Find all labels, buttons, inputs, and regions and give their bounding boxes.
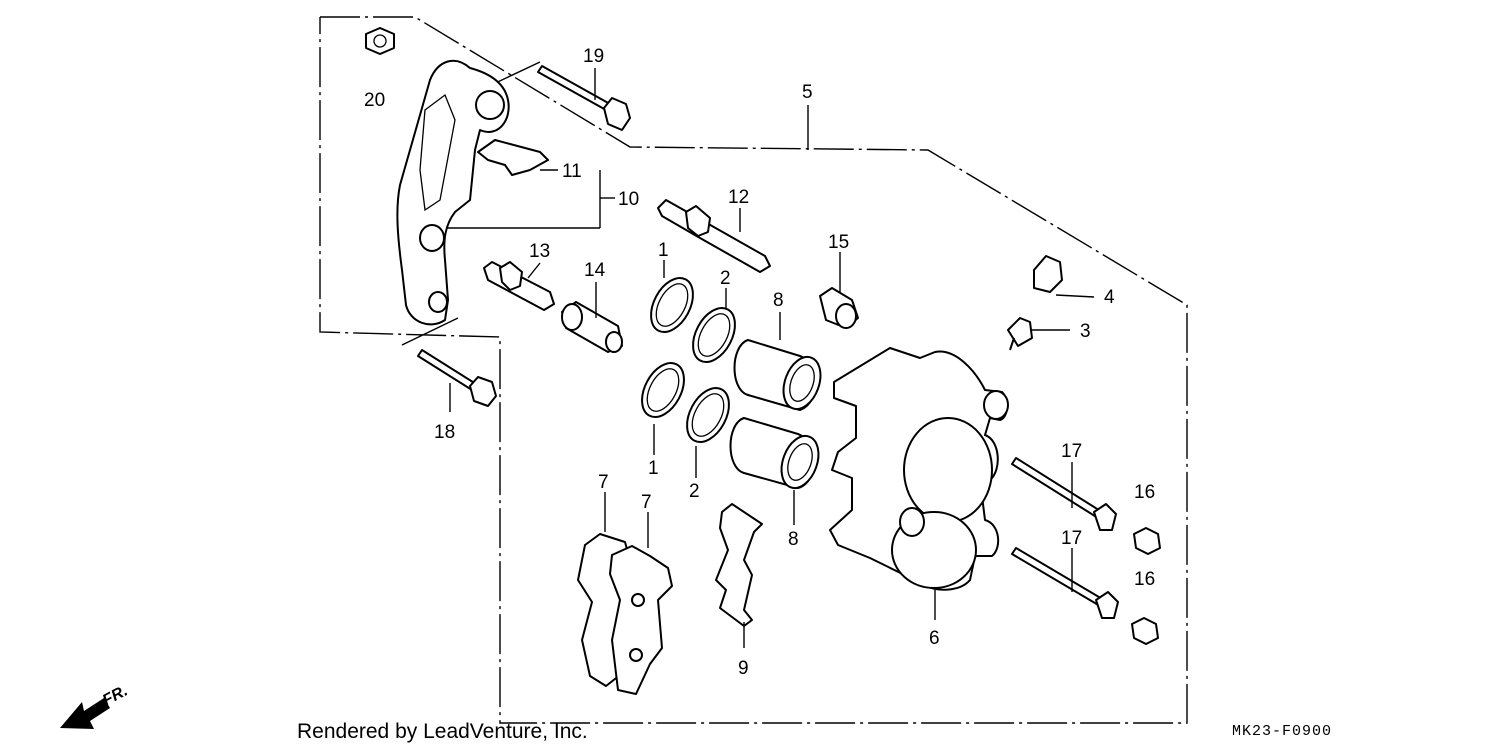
callout-14: 14 (584, 260, 606, 281)
callout-16-upper: 16 (1134, 482, 1155, 503)
caliper-body (829, 347, 1009, 620)
callout-1-upper: 1 (658, 240, 669, 261)
mounting-bolt-lower (417, 349, 497, 412)
piston-seals (641, 260, 736, 478)
flange-nut (365, 27, 395, 55)
callout-5: 5 (802, 82, 813, 103)
callout-6: 6 (929, 628, 940, 649)
bleeder-cap-and-valve (1007, 255, 1095, 351)
callout-1-lower: 1 (648, 458, 659, 479)
pad-spring (715, 503, 763, 648)
pin-bolt-13 (483, 261, 555, 311)
callout-4: 4 (1104, 287, 1115, 308)
callout-8-upper: 8 (773, 290, 784, 311)
assembly-boundary-lines (319, 16, 1188, 724)
pin-boot (819, 252, 859, 329)
callout-9: 9 (738, 658, 749, 679)
front-direction-arrow-icon: FR. (60, 682, 131, 729)
callout-13: 13 (529, 241, 550, 262)
callout-17-lower: 17 (1061, 528, 1082, 549)
callout-7-right: 7 (641, 492, 652, 513)
callout-8-lower: 8 (788, 529, 799, 550)
caliper-pin-14 (561, 282, 623, 353)
brake-pads (577, 492, 673, 695)
mounting-bolt-upper (537, 65, 631, 131)
callout-17-upper: 17 (1061, 441, 1082, 462)
callout-15: 15 (828, 232, 849, 253)
rendered-by-credit: Rendered by LeadVenture, Inc. (297, 720, 588, 743)
callout-20: 20 (364, 90, 385, 111)
callout-18: 18 (434, 422, 455, 443)
callout-labels: 20 19 5 11 10 12 15 13 14 1 2 8 4 3 18 1… (364, 46, 1155, 679)
callout-19: 19 (583, 46, 604, 67)
pin-bolt-12 (657, 199, 771, 273)
callout-2-upper: 2 (720, 268, 731, 289)
callout-11: 11 (562, 161, 582, 182)
callout-10: 10 (618, 189, 639, 210)
callout-2-lower: 2 (689, 481, 700, 502)
callout-16-lower: 16 (1134, 569, 1155, 590)
diagram-code: MK23-F0900 (1232, 723, 1332, 740)
pistons (729, 312, 822, 525)
callout-7-left: 7 (598, 472, 609, 493)
pad-retainer-clip (477, 139, 558, 176)
hanger-pins-and-plugs (1011, 457, 1161, 645)
callout-12: 12 (728, 187, 749, 208)
caliper-bracket (396, 59, 510, 326)
callout-3: 3 (1080, 321, 1091, 342)
